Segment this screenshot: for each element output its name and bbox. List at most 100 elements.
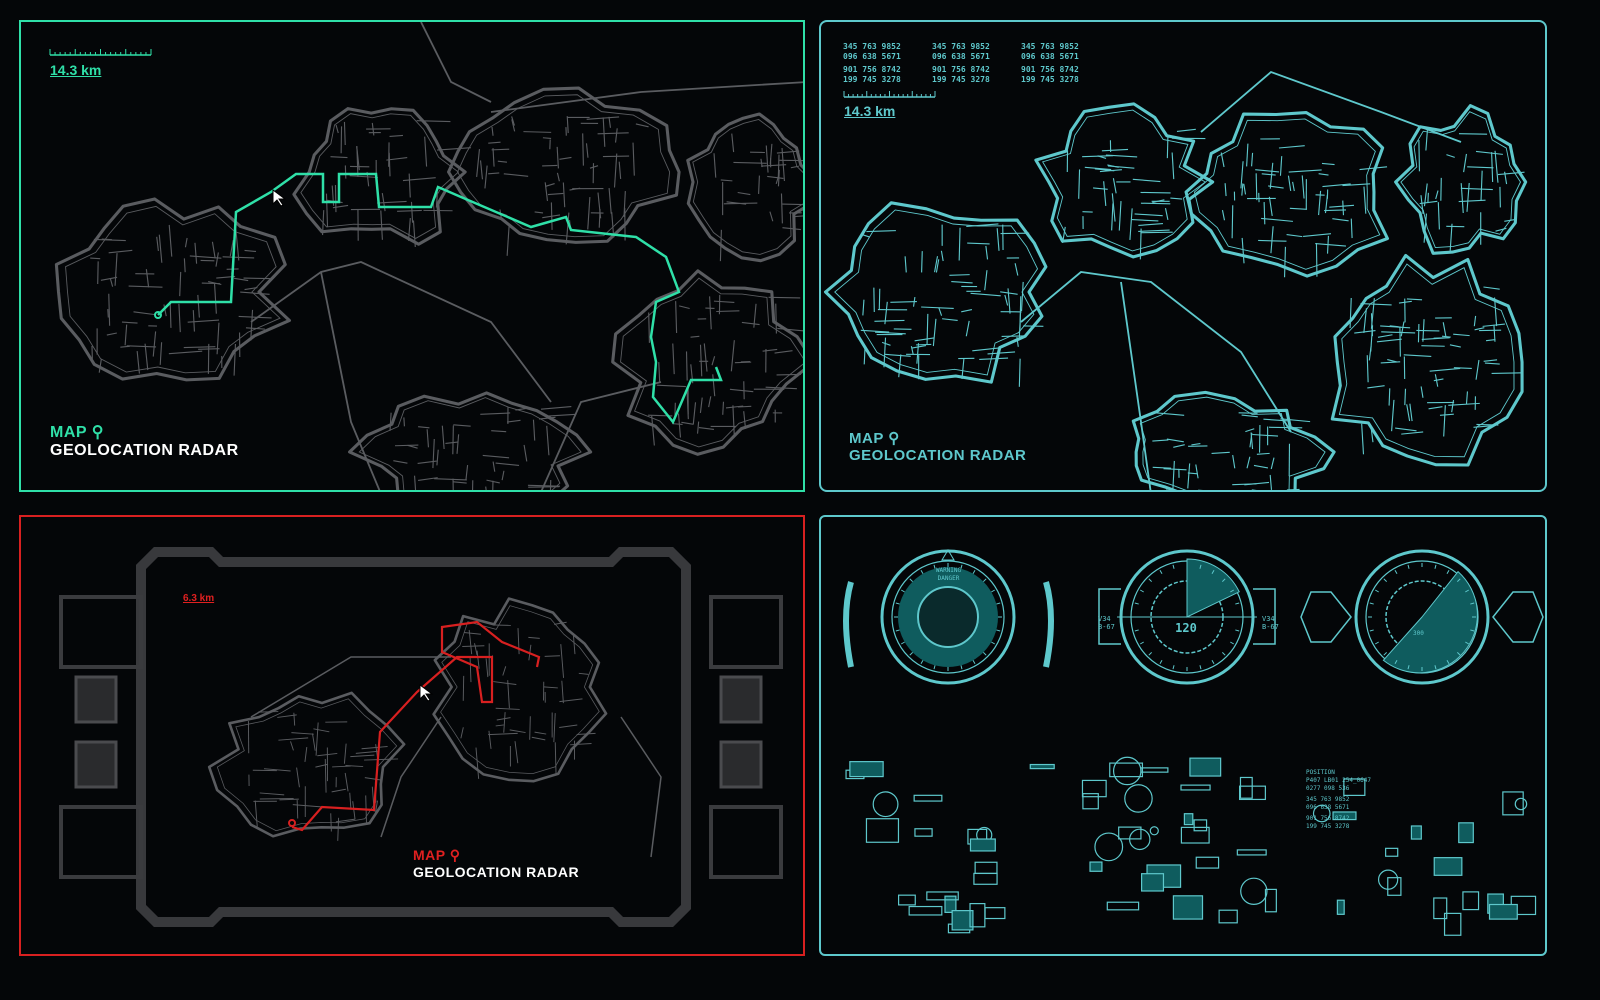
street [1504, 218, 1516, 222]
street [126, 345, 157, 348]
street [418, 477, 438, 482]
street [331, 788, 346, 793]
street [681, 421, 694, 425]
street [1232, 454, 1236, 469]
gauge-value: 120 [1175, 621, 1197, 635]
schematic-element [914, 828, 933, 837]
schematic-element [1109, 762, 1144, 778]
street [984, 270, 988, 291]
street [292, 804, 327, 808]
schematic-element [1433, 897, 1448, 920]
street [544, 182, 549, 201]
street [465, 465, 469, 481]
street [1170, 197, 1183, 200]
schematic-element [1387, 877, 1402, 896]
hud-frame-map[interactable] [21, 517, 805, 956]
schematic-element [1462, 891, 1480, 911]
schematic-element [1094, 832, 1124, 862]
street [780, 193, 783, 224]
street [565, 212, 570, 245]
street [741, 321, 760, 326]
gauge-tick [1394, 569, 1398, 574]
road [490, 81, 803, 113]
schematic-element [1410, 825, 1422, 840]
road [540, 381, 662, 490]
street [1483, 286, 1500, 290]
street [1198, 489, 1204, 490]
street [883, 337, 887, 368]
street [491, 148, 510, 151]
street [1245, 428, 1255, 433]
street [608, 116, 612, 128]
street [1211, 451, 1230, 455]
street [1243, 183, 1247, 195]
street [121, 321, 138, 324]
street [1078, 169, 1081, 199]
city-map[interactable] [821, 22, 1547, 492]
gauge-tick [1134, 602, 1139, 605]
street [1401, 431, 1424, 435]
map-panel-red[interactable]: 6.3 km MAP ⚲ GEOLOCATION RADAR [19, 515, 805, 956]
street [1269, 474, 1273, 490]
district-outline [432, 597, 608, 783]
street [523, 444, 528, 462]
street [222, 256, 255, 259]
street [926, 313, 929, 345]
street [1172, 460, 1175, 490]
street [531, 736, 546, 741]
street [912, 296, 916, 307]
street [509, 729, 526, 734]
map-panel-green[interactable]: 14.3 km MAP ⚲ GEOLOCATION RADAR [19, 20, 805, 492]
street [554, 621, 567, 625]
street [238, 315, 272, 319]
street [967, 242, 990, 245]
street [618, 161, 622, 180]
schematic-element [1081, 779, 1107, 798]
street [777, 154, 780, 179]
street [259, 797, 294, 800]
street [476, 149, 481, 177]
street [107, 309, 109, 318]
street [1152, 199, 1165, 203]
street [1301, 175, 1305, 199]
street [468, 629, 473, 655]
street [1400, 321, 1405, 337]
street [183, 346, 216, 349]
street [133, 311, 157, 316]
schematic-element [984, 907, 1006, 920]
scale-bar [843, 91, 936, 98]
schematic-element [1514, 797, 1528, 811]
city-map[interactable] [21, 22, 805, 492]
street [1391, 399, 1395, 432]
street [1166, 135, 1169, 159]
street [1016, 336, 1019, 347]
street [491, 430, 507, 433]
street [1475, 150, 1503, 155]
street [407, 217, 411, 241]
street [890, 301, 917, 303]
street [321, 210, 325, 236]
street [493, 681, 517, 686]
gauge-tick [1369, 629, 1374, 632]
street [1474, 327, 1485, 331]
street [1244, 481, 1270, 486]
street [523, 131, 552, 133]
street [1491, 372, 1524, 374]
street [1270, 226, 1274, 254]
street [1349, 297, 1352, 328]
street [1164, 208, 1169, 221]
gauge-ring [1354, 549, 1490, 685]
street [734, 361, 752, 364]
street [651, 415, 655, 446]
street [1093, 187, 1108, 190]
street [417, 460, 437, 464]
street [863, 345, 866, 365]
street [1446, 154, 1455, 158]
street [532, 419, 536, 441]
street [349, 792, 352, 810]
gauge-tick [1470, 602, 1475, 605]
street [1140, 191, 1171, 194]
schematic-element [973, 872, 998, 885]
